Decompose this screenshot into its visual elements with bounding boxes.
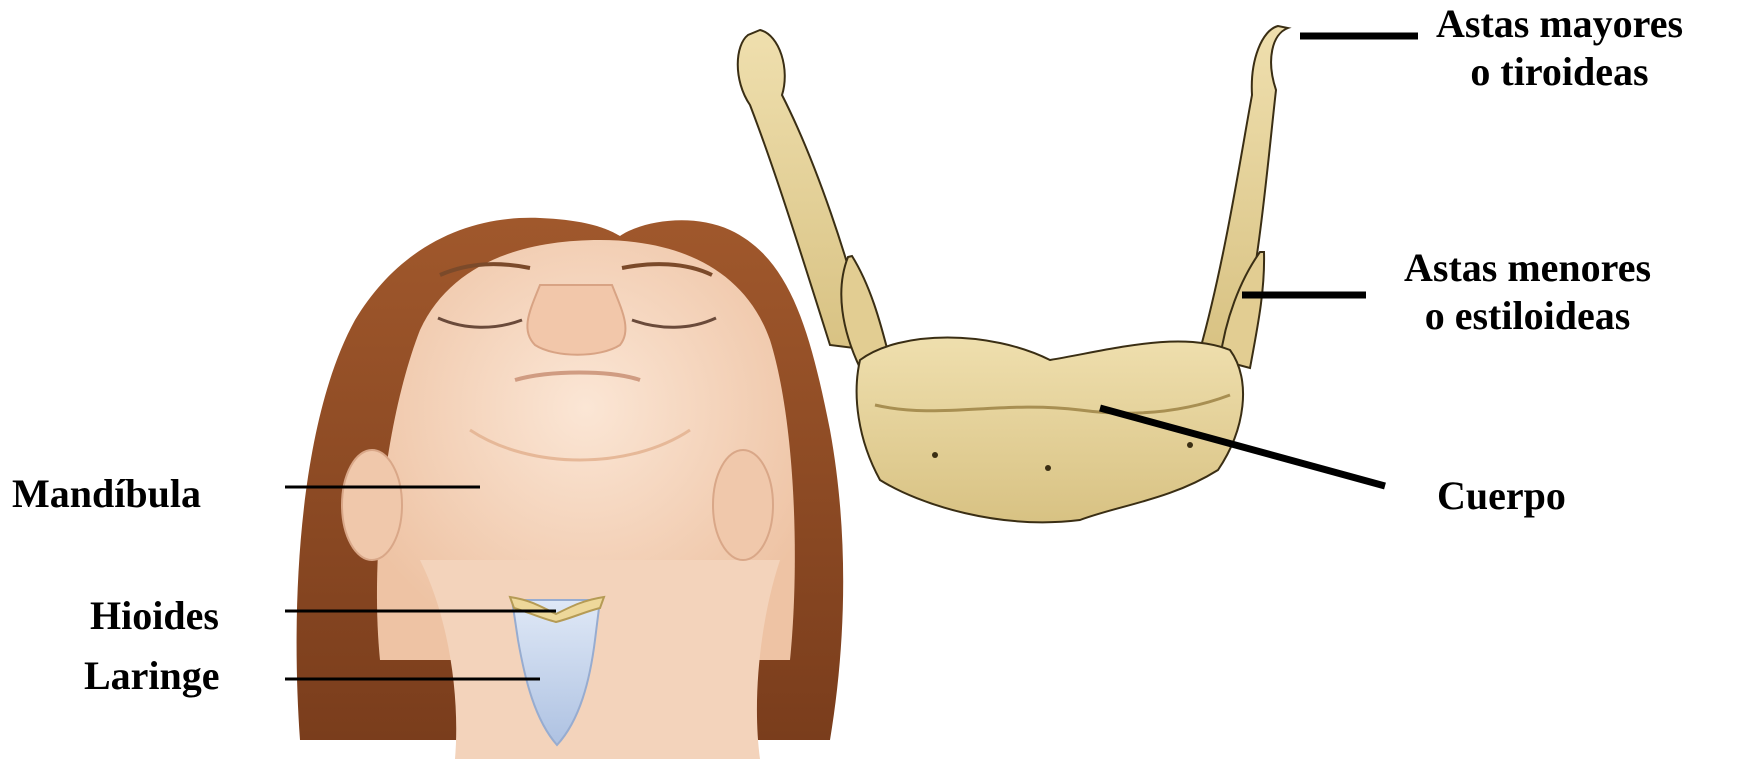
label-laringe: Laringe bbox=[84, 652, 220, 700]
label-cuerpo-text: Cuerpo bbox=[1437, 472, 1566, 520]
label-astas-mayores: Astas mayores o tiroideas bbox=[1436, 0, 1683, 96]
body-foramen-1 bbox=[932, 452, 938, 458]
body-foramen-2 bbox=[1045, 465, 1051, 471]
label-cuerpo: Cuerpo bbox=[1437, 472, 1566, 520]
right-ear bbox=[713, 450, 773, 560]
label-astas-menores: Astas menores o estiloideas bbox=[1404, 244, 1651, 340]
label-astas-menores-line1: Astas menores bbox=[1404, 244, 1651, 292]
nose bbox=[527, 285, 625, 355]
label-astas-menores-line2: o estiloideas bbox=[1404, 292, 1651, 340]
left-ear bbox=[342, 450, 402, 560]
label-hioides: Hioides bbox=[90, 592, 219, 640]
body-foramen-3 bbox=[1187, 442, 1193, 448]
label-hioides-text: Hioides bbox=[90, 592, 219, 640]
label-mandibula: Mandíbula bbox=[12, 470, 201, 518]
label-astas-mayores-line1: Astas mayores bbox=[1436, 0, 1683, 48]
label-laringe-text: Laringe bbox=[84, 652, 220, 700]
label-astas-mayores-line2: o tiroideas bbox=[1436, 48, 1683, 96]
label-mandibula-text: Mandíbula bbox=[12, 470, 201, 518]
neck bbox=[420, 560, 780, 759]
